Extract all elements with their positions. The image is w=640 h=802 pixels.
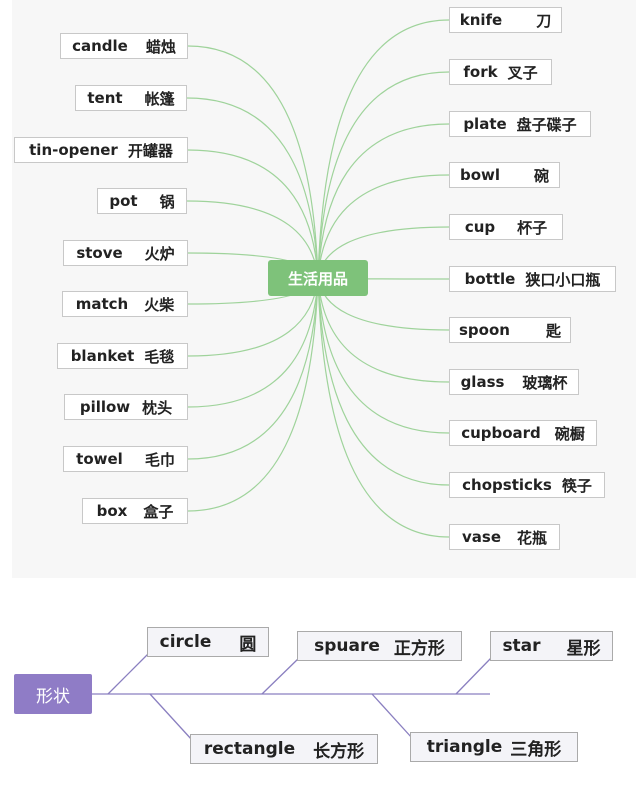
right-item-chopsticks-chinese: 筷子 (561, 476, 592, 495)
right-item-vase-english: vase (461, 528, 501, 546)
right-item-knife: knife 刀 (449, 7, 562, 33)
right-item-spoon-chinese: 匙 (545, 321, 561, 340)
right-item-glass: glass 玻璃杯 (449, 369, 579, 395)
right-item-spoon: spoon 匙 (449, 317, 571, 343)
left-item-box: box 盒子 (82, 498, 188, 524)
right-item-bottle-english: bottle (464, 270, 516, 288)
left-item-pot: pot 锅 (97, 188, 187, 214)
right-item-cupboard-chinese: 碗橱 (554, 424, 585, 443)
right-item-bowl: bowl 碗 (449, 162, 560, 188)
right-item-bowl-english: bowl (459, 166, 501, 184)
right-item-glass-chinese: 玻璃杯 (522, 373, 568, 392)
right-item-cup-chinese: 杯子 (517, 218, 548, 237)
left-item-tin-opener-chinese: 开罐器 (127, 141, 173, 160)
shape-item-star-english: star (502, 636, 541, 656)
household-center-label: 生活用品 (287, 269, 348, 288)
right-item-cup-english: cup (464, 218, 496, 236)
left-item-blanket-chinese: 毛毯 (144, 347, 175, 366)
right-item-vase: vase 花瓶 (449, 524, 560, 550)
right-item-cupboard: cupboard 碗橱 (449, 420, 597, 446)
right-item-plate-english: plate (463, 115, 507, 133)
left-item-box-english: box (96, 502, 128, 520)
right-item-bowl-chinese: 碗 (534, 166, 550, 185)
right-item-vase-chinese: 花瓶 (517, 528, 548, 547)
household-center-node: 生活用品 (268, 260, 368, 296)
left-item-tent-english: tent (87, 89, 123, 107)
left-item-stove-chinese: 火炉 (144, 244, 175, 263)
shape-item-rectangle: rectangle 长方形 (190, 734, 378, 764)
right-item-bottle-chinese: 狭口小口瓶 (525, 270, 601, 289)
right-item-fork: fork 叉子 (449, 59, 552, 85)
left-item-pillow-english: pillow (79, 398, 131, 416)
right-item-cup: cup 杯子 (449, 214, 563, 240)
left-item-blanket-english: blanket (70, 347, 135, 365)
left-item-tin-opener: tin-opener 开罐器 (14, 137, 188, 163)
shape-item-spuare-chinese: 正方形 (393, 638, 445, 659)
right-item-fork-english: fork (463, 63, 498, 81)
right-item-knife-chinese: 刀 (536, 11, 552, 30)
right-item-plate: plate 盘子碟子 (449, 111, 591, 137)
shape-item-rectangle-english: rectangle (203, 739, 296, 759)
left-item-pot-english: pot (109, 192, 138, 210)
right-item-spoon-english: spoon (459, 321, 510, 339)
left-item-stove-english: stove (76, 244, 123, 262)
left-item-candle: candle 蜡烛 (60, 33, 188, 59)
shape-item-triangle-chinese: 三角形 (510, 739, 562, 760)
left-item-tin-opener-english: tin-opener (29, 141, 118, 159)
right-item-plate-chinese: 盘子碟子 (516, 115, 577, 134)
left-item-stove: stove 火炉 (63, 240, 188, 266)
shapes-root-label: 形状 (36, 686, 70, 707)
shape-item-triangle: triangle 三角形 (410, 732, 578, 762)
shape-item-star: star 星形 (490, 631, 613, 661)
right-item-bottle: bottle 狭口小口瓶 (449, 266, 616, 292)
shape-item-rectangle-chinese: 长方形 (313, 741, 365, 762)
shapes-root-node: 形状 (14, 674, 92, 714)
right-item-chopsticks: chopsticks 筷子 (449, 472, 605, 498)
left-item-pot-chinese: 锅 (159, 192, 175, 211)
shape-item-triangle-english: triangle (426, 737, 503, 757)
left-item-pillow: pillow 枕头 (64, 394, 188, 420)
left-item-towel-english: towel (76, 450, 123, 468)
left-item-candle-chinese: 蜡烛 (145, 37, 176, 56)
left-item-tent-chinese: 帐篷 (144, 89, 175, 108)
left-item-match: match 火柴 (62, 291, 188, 317)
shape-item-spuare-english: spuare (314, 636, 380, 656)
left-item-match-english: match (75, 295, 129, 313)
left-item-blanket: blanket 毛毯 (57, 343, 188, 369)
shapes-tree-panel (0, 598, 640, 802)
left-item-match-chinese: 火柴 (144, 295, 175, 314)
shape-item-spuare: spuare 正方形 (297, 631, 462, 661)
left-item-box-chinese: 盒子 (143, 502, 174, 521)
right-item-cupboard-english: cupboard (461, 424, 541, 442)
right-item-fork-chinese: 叉子 (507, 63, 538, 82)
shape-item-circle-english: circle (159, 632, 212, 652)
shape-item-circle-chinese: 圆 (239, 634, 257, 655)
left-item-candle-english: candle (72, 37, 128, 55)
shape-item-circle: circle 圆 (147, 627, 269, 657)
right-item-chopsticks-english: chopsticks (462, 476, 552, 494)
left-item-towel: towel 毛巾 (63, 446, 188, 472)
right-item-glass-english: glass (460, 373, 505, 391)
left-item-towel-chinese: 毛巾 (144, 450, 175, 469)
left-item-tent: tent 帐篷 (75, 85, 187, 111)
right-item-knife-english: knife (459, 11, 503, 29)
shape-item-star-chinese: 星形 (566, 638, 601, 659)
left-item-pillow-chinese: 枕头 (142, 398, 173, 417)
